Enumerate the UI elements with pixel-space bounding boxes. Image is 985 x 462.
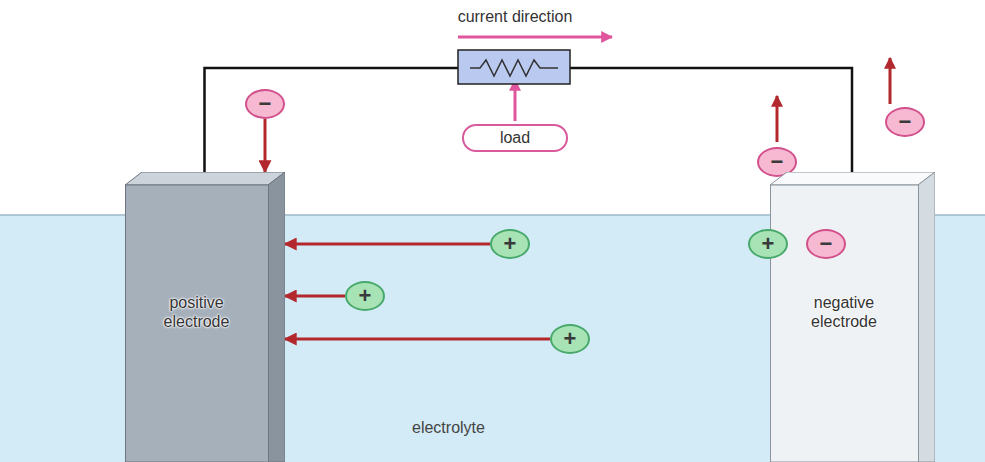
node-label: negative electrode [788, 293, 900, 331]
current-arrow [458, 36, 612, 39]
node-label: positive electrode [141, 293, 253, 331]
load-tag: load [462, 124, 568, 152]
cation-circle: + [748, 229, 788, 259]
load-pointer-arrow [514, 80, 517, 121]
charge-sign: + [552, 326, 588, 352]
negative-electrode: negative electrode [770, 172, 935, 462]
electron-circle: − [806, 229, 846, 259]
electron-circle: − [885, 107, 925, 137]
ion-flow-arrow [285, 295, 345, 298]
caption-label: current direction [458, 8, 573, 26]
charge-sign: − [887, 109, 923, 135]
node-label: electrolyte [412, 419, 485, 437]
charge-sign: − [247, 91, 283, 117]
charge-sign: − [759, 149, 795, 175]
electrolyte-band: electrolyte++−++ [0, 215, 985, 462]
charge-sign: + [492, 231, 528, 257]
resistor-zigzag [470, 60, 558, 76]
resistor-symbol [458, 50, 570, 84]
ion-flow-arrow [285, 338, 550, 341]
node-label: load [486, 126, 544, 150]
charge-sign: − [808, 231, 844, 257]
electron-exit-arrow [889, 58, 892, 104]
cation-circle: + [550, 324, 590, 354]
electron-circle: − [245, 89, 285, 119]
cation-circle: + [345, 281, 385, 311]
ion-flow-arrow [264, 119, 267, 172]
positive-electrode: positive electrode [125, 172, 285, 462]
electron-exit-arrow [776, 96, 779, 142]
charge-sign: + [347, 283, 383, 309]
charge-sign: + [750, 231, 786, 257]
cation-circle: + [490, 229, 530, 259]
ion-flow-arrow [285, 243, 490, 246]
